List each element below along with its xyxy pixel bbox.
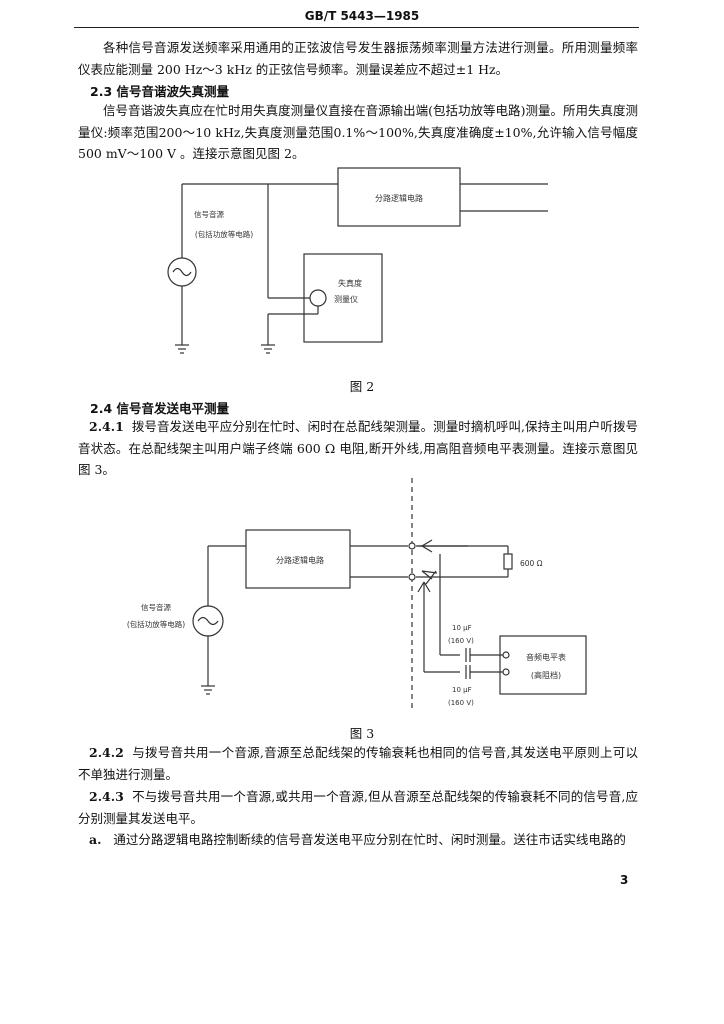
section-2-4-3-paragraph: 2.4.3 不与拨号音共用一个音源,或共用一个音源,但从音源至总配线架的传输衰耗…	[78, 786, 638, 829]
item-a-label: a.	[89, 832, 102, 847]
header-divider	[74, 27, 639, 28]
section-2-4-2-paragraph: 2.4.2 与拨号音共用一个音源,音源至总配线架的传输衰耗也相同的信号音,其发送…	[78, 742, 638, 785]
fig3-logic-label: 分路逻辑电路	[276, 555, 324, 565]
fig3-terminal-bottom	[408, 573, 416, 581]
fig2-logic-box	[337, 167, 461, 227]
section-2-4-1-text: 拨号音发送电平应分别在忙时、闲时在总配线架测量。测量时摘机呼叫,保持主叫用户听拨…	[78, 419, 638, 477]
intro-paragraph: 各种信号音源发送频率采用通用的正弦波信号发生器振荡频率测量方法进行测量。所用测量…	[78, 40, 638, 77]
figure-2-caption: 图 2	[349, 379, 375, 394]
fig3-meter-label-1: 音频电平表	[526, 652, 566, 662]
section-2-3-heading: 2.3 信号音谐波失真测量	[90, 84, 229, 99]
fig3-cap1-label-a: 10 μF	[452, 624, 472, 632]
section-2-4-1-paragraph: 2.4.1 拨号音发送电平应分别在忙时、闲时在总配线架测量。测量时摘机呼叫,保持…	[78, 416, 638, 481]
fig3-cap2-label-a: 10 μF	[452, 686, 472, 694]
section-2-4-2-text: 与拨号音共用一个音源,音源至总配线架的传输衰耗也相同的信号音,其发送电平原则上可…	[78, 745, 638, 782]
section-2-4-3-number: 2.4.3	[89, 789, 124, 804]
fig2-logic-label: 分路逻辑电路	[375, 193, 423, 203]
fig3-source-label-2: (包括功放等电路)	[127, 619, 185, 629]
item-a-paragraph: a. 通过分路逻辑电路控制断续的信号音发送电平应分别在忙时、闲时测量。送往市话实…	[78, 829, 638, 851]
section-2-4-1-number: 2.4.1	[89, 419, 124, 434]
fig2-meter-label-2: 测量仪	[334, 295, 358, 304]
section-2-4-2-number: 2.4.2	[89, 745, 124, 760]
fig3-resistor-label: 600 Ω	[520, 559, 543, 568]
fig3-cap2-label-b: (160 V)	[448, 699, 474, 707]
fig3-source-label-1: 信号音源	[141, 602, 171, 612]
section-2-3-paragraph: 信号音谐波失真应在忙时用失真度测量仪直接在音源输出端(包括功放等电路)测量。所用…	[78, 103, 638, 161]
figure-3-caption: 图 3	[349, 726, 375, 741]
standard-code-header: GB/T 5443—1985	[304, 9, 420, 23]
fig2-source-label-2: (包括功放等电路)	[195, 229, 253, 239]
fig2-source-label-1: 信号音源	[194, 209, 224, 219]
fig3-logic-box	[245, 529, 351, 589]
item-a-text: 通过分路逻辑电路控制断续的信号音发送电平应分别在忙时、闲时测量。送往市话实线电路…	[113, 832, 626, 847]
fig3-terminal-top	[408, 542, 416, 550]
fig3-resistor	[503, 553, 513, 570]
section-2-4-3-text: 不与拨号音共用一个音源,或共用一个音源,但从音源至总配线架的传输衰耗不同的信号音…	[78, 789, 638, 826]
fig2-meter-label-1: 失真度	[338, 278, 362, 288]
fig3-meter-box	[499, 635, 587, 695]
page-number: 3	[620, 873, 629, 887]
fig3-cap1-label-b: (160 V)	[448, 637, 474, 645]
fig3-meter-label-2: (高阻档)	[531, 670, 561, 680]
section-2-4-heading: 2.4 信号音发送电平测量	[90, 401, 229, 416]
